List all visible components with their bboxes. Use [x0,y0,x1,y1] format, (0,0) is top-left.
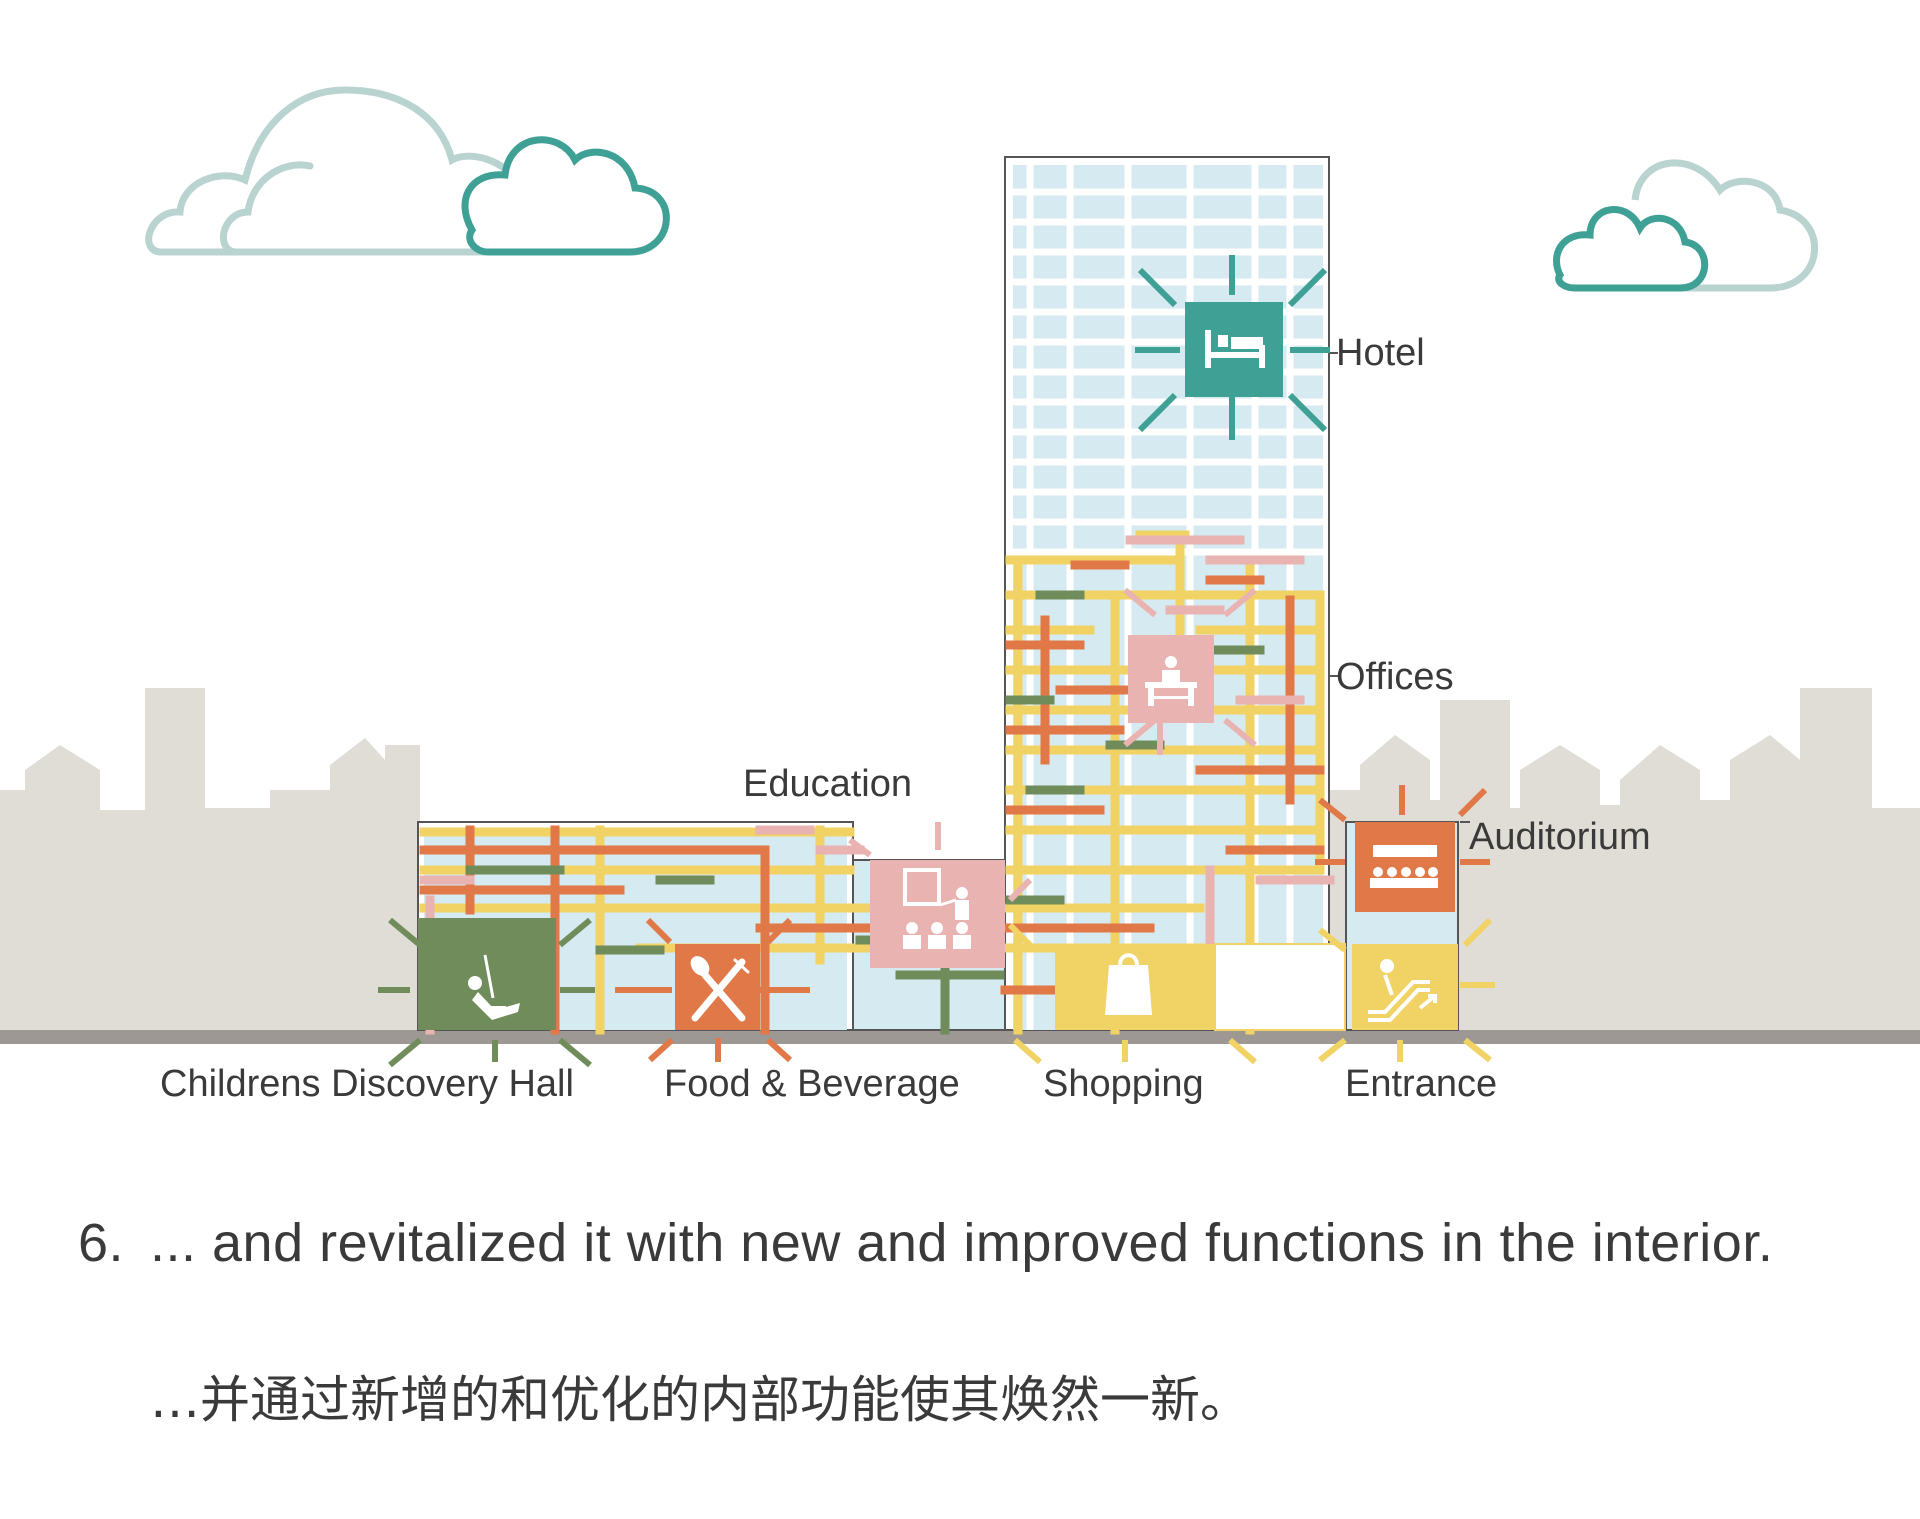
cloud-right-light [1631,159,1818,292]
classroom-icon [903,868,971,949]
hotel-program [1135,255,1330,440]
city-skyline [0,688,1920,1040]
label-education: Education [743,763,912,805]
education-program [848,822,1033,968]
label-hotel: Hotel [1336,332,1425,374]
auditorium-seats-icon [1370,845,1438,888]
office-desk-icon [1145,656,1197,706]
label-shopping: Shopping [1043,1063,1204,1105]
entrance-program [1318,917,1495,1063]
caption-english: 6. ... and revitalized it with new and im… [78,1212,1773,1274]
cloud-right-teal [1553,206,1709,292]
fork-spoon-icon [690,956,750,1022]
cloud-left-teal [461,136,670,256]
label-auditorium: Auditorium [1469,816,1651,858]
label-offices: Offices [1336,656,1454,698]
auditorium-program [1315,785,1490,912]
label-childrens-discovery-hall: Childrens Discovery Hall [160,1063,574,1105]
label-food-beverage: Food & Beverage [664,1063,960,1105]
offices-program [1123,587,1257,755]
program-grid [419,530,1335,1035]
caption-number: 6. [78,1213,125,1273]
shopping-bag-icon [1105,953,1152,1015]
childrens-program [378,917,595,1068]
caption-chinese: …并通过新增的和优化的内部功能使其焕然一新。 [150,1371,1250,1429]
bed-icon [1205,330,1265,368]
caption-english-text: ... and revitalized it with new and impr… [150,1213,1774,1273]
food-program [615,917,810,1063]
escalator-icon [1368,959,1437,1022]
shopping-program [1007,922,1346,1065]
label-leaders [1330,352,1470,823]
swing-icon [468,954,520,1020]
ground-line [0,1030,1920,1044]
label-entrance: Entrance [1345,1063,1497,1105]
